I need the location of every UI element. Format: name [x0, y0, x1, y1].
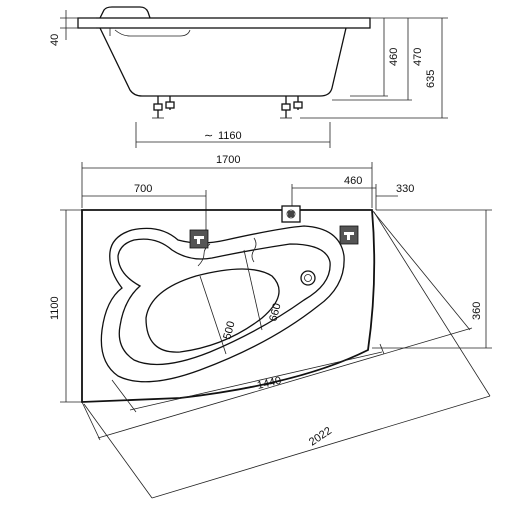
dim-side-leg-span: 1160 — [218, 130, 242, 142]
dim-top-width: 1100 — [49, 296, 61, 320]
dim-top-length: 1700 — [216, 154, 240, 166]
faucet-icon — [189, 229, 209, 249]
top-view-basin-rim — [100, 225, 345, 383]
top-view-outer-outline — [81, 209, 376, 403]
dim-top-right-side: 360 — [471, 302, 483, 320]
side-view-legs — [152, 96, 303, 119]
top-view: 1700 700 460 330 1100 360 — [49, 154, 492, 499]
top-view-basin-inner — [117, 238, 331, 366]
dim-top-drain-offset: 460 — [344, 175, 362, 187]
side-view-tub-body — [99, 27, 347, 97]
control-panel-icon — [281, 205, 301, 223]
faucet-icon — [339, 225, 359, 245]
approx-symbol-1440: ∼ — [242, 381, 254, 395]
dim-side-rim-height: 40 — [49, 34, 61, 46]
dim-top-left-seat: 700 — [134, 183, 152, 195]
dim-inner-length: 1440 — [256, 375, 283, 392]
top-view-bottom-oval — [145, 268, 280, 353]
side-view-inner-line — [114, 29, 191, 37]
dim-side-height-total: 470 — [412, 48, 424, 66]
side-view-headrest — [99, 6, 151, 19]
side-view: 40 460 470 635 ∼ 1160 — [49, 6, 448, 148]
side-view-rim — [77, 17, 371, 29]
approx-symbol-1160: ∼ — [204, 130, 213, 142]
drain-icon — [300, 270, 316, 286]
dim-diagonal-length: 2022 — [307, 425, 334, 449]
dim-side-height-legs: 635 — [425, 70, 437, 88]
dim-inner-width-narrow: 500 — [221, 320, 237, 341]
dim-side-depth-inner: 460 — [388, 48, 400, 66]
dim-inner-width-wide: 660 — [267, 302, 283, 323]
dim-top-drain-to-edge: 330 — [396, 183, 414, 195]
